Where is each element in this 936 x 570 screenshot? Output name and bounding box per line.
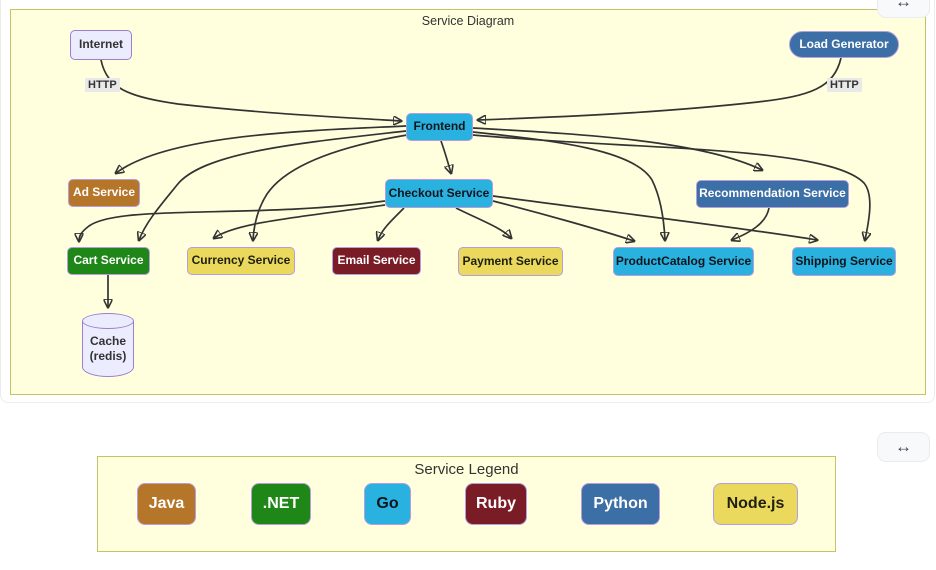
node-productcatalog-service: ProductCatalog Service — [613, 247, 754, 276]
node-checkout-service: Checkout Service — [385, 179, 493, 208]
edge-label-http-internet: HTTP — [85, 78, 120, 92]
diagram-expand-button[interactable]: ↔ — [877, 0, 930, 18]
expand-arrows-icon: ↔ — [895, 0, 912, 11]
node-cart-service: Cart Service — [67, 247, 150, 275]
legend-item-dotnet: .NET — [251, 483, 311, 525]
node-recommendation-service: Recommendation Service — [696, 180, 849, 208]
node-load-generator: Load Generator — [789, 31, 899, 58]
node-internet: Internet — [70, 30, 132, 60]
node-cache-redis: Cache (redis) — [82, 313, 134, 377]
legend-title: Service Legend — [414, 461, 519, 478]
edge-label-http-load-generator: HTTP — [827, 78, 862, 92]
expand-arrows-icon: ↔ — [895, 437, 912, 456]
node-email-service: Email Service — [332, 247, 421, 275]
legend-expand-button[interactable]: ↔ — [877, 432, 930, 462]
diagram-title: Service Diagram — [421, 14, 515, 28]
cache-label: Cache (redis) — [89, 334, 127, 363]
node-shipping-service: Shipping Service — [792, 247, 896, 276]
node-frontend: Frontend — [406, 113, 473, 141]
legend-item-go: Go — [364, 483, 411, 525]
node-currency-service: Currency Service — [187, 247, 295, 275]
legend-item-ruby: Ruby — [465, 483, 527, 525]
cylinder-body — [82, 321, 134, 377]
node-ad-service: Ad Service — [68, 179, 140, 207]
cylinder-top-ellipse — [82, 313, 134, 329]
legend-item-java: Java — [137, 483, 196, 525]
node-payment-service: Payment Service — [458, 247, 563, 276]
legend-item-python: Python — [581, 483, 660, 525]
legend-item-nodejs: Node.js — [713, 483, 798, 525]
